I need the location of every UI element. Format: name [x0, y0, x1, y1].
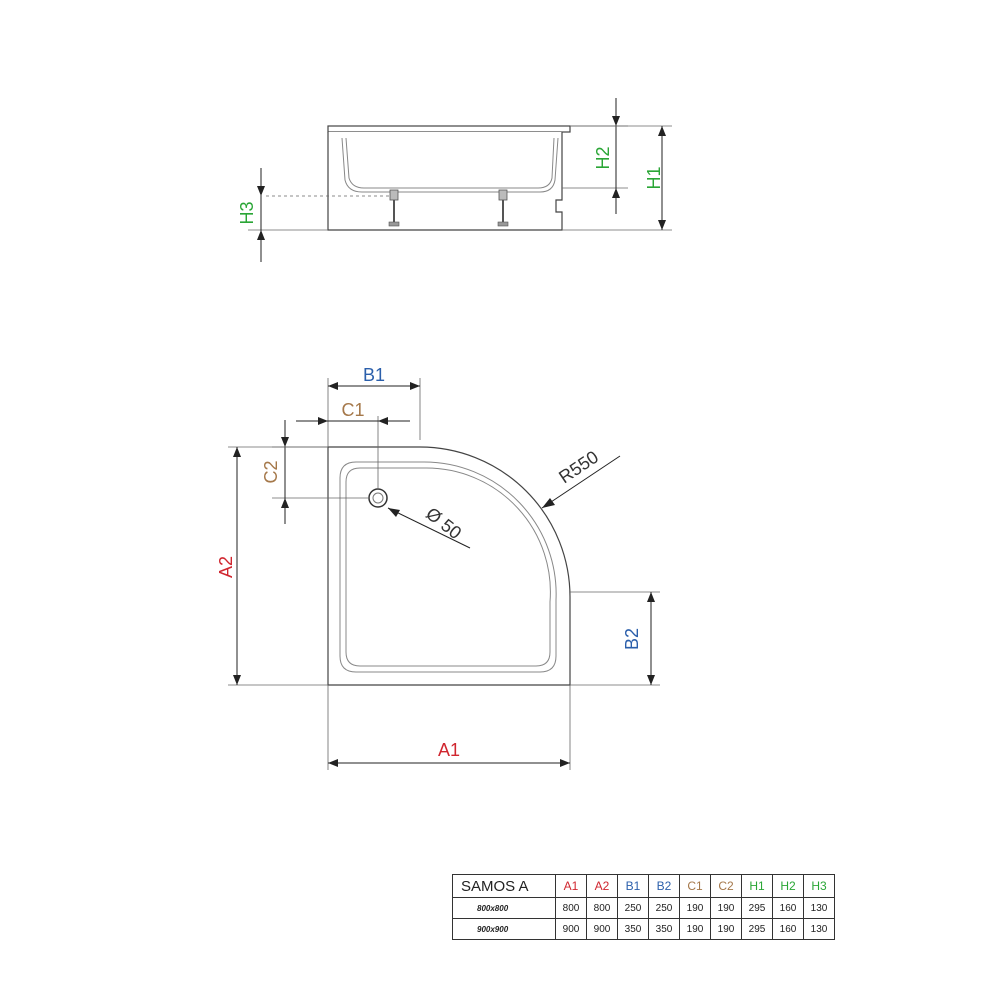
radius-arrow	[542, 498, 555, 508]
cell-a2: 800	[586, 897, 618, 919]
cell-h1: 295	[741, 918, 773, 940]
radius-leader	[541, 455, 621, 509]
basin-outline-top	[339, 461, 557, 673]
c1-arrow-right	[378, 417, 388, 425]
a1-arrow-right	[560, 759, 570, 767]
h3-label: H3	[237, 201, 257, 224]
model-name: SAMOS A	[452, 874, 556, 898]
h2-arrow-top	[612, 116, 620, 126]
row-size: 900x900	[452, 918, 556, 940]
drain-leader	[387, 507, 471, 549]
tray-outline-top	[327, 446, 571, 686]
cell-h1: 295	[741, 897, 773, 919]
tray-rim	[327, 125, 571, 133]
h2-label: H2	[593, 146, 613, 169]
b1-arrow-right	[410, 382, 420, 390]
h3-arrow-bottom	[257, 230, 265, 240]
col-header-b2: B2	[648, 874, 680, 898]
a2-arrow-top	[233, 447, 241, 457]
basin-profile	[341, 137, 559, 193]
cell-b1: 250	[617, 897, 649, 919]
top-view: Ø 50 R550 B1 C1 C2 A2	[216, 365, 660, 770]
table-header-row: SAMOS A A1 A2 B1 B2 C1 C2 H1 H2 H3	[452, 874, 835, 898]
cell-a1: 800	[555, 897, 587, 919]
b1-arrow-left	[328, 382, 338, 390]
h1-arrow-top	[658, 126, 666, 136]
drain-circle	[368, 488, 388, 508]
radius-label: R550	[555, 447, 602, 488]
dimension-table: SAMOS A A1 A2 B1 B2 C1 C2 H1 H2 H3 800x8…	[452, 874, 835, 940]
drain-arrow	[388, 508, 400, 517]
cell-c2: 190	[710, 918, 742, 940]
row-size: 800x800	[452, 897, 556, 919]
table-row: 900x900 900 900 350 350 190 190 295 160 …	[452, 918, 835, 940]
cell-b2: 350	[648, 918, 680, 940]
col-header-a2: A2	[586, 874, 618, 898]
b1-label: B1	[363, 365, 385, 385]
cell-a2: 900	[586, 918, 618, 940]
col-header-h1: H1	[741, 874, 773, 898]
col-header-h3: H3	[803, 874, 835, 898]
b2-label: B2	[622, 628, 642, 650]
col-header-b1: B1	[617, 874, 649, 898]
cell-c2: 190	[710, 897, 742, 919]
cell-b1: 350	[617, 918, 649, 940]
cell-a1: 900	[555, 918, 587, 940]
b2-arrow-bottom	[647, 675, 655, 685]
table-row: 800x800 800 800 250 250 190 190 295 160 …	[452, 897, 835, 919]
side-view: H3 H2 H1	[237, 98, 672, 262]
cell-h2: 160	[772, 897, 804, 919]
tray-body-side	[327, 132, 563, 231]
basin-inner-outline-top	[345, 467, 551, 667]
drain-inner	[372, 492, 384, 504]
b2-arrow-top	[647, 592, 655, 602]
c2-arrow-top	[281, 437, 289, 447]
c1-arrow-left	[318, 417, 328, 425]
h2-arrow-bottom	[612, 188, 620, 198]
a2-label: A2	[216, 556, 236, 578]
h1-arrow-bottom	[658, 220, 666, 230]
leg-left	[388, 189, 400, 227]
c2-arrow-bottom	[281, 498, 289, 508]
h1-label: H1	[644, 166, 664, 189]
basin-inner-profile	[345, 137, 555, 189]
cell-c1: 190	[679, 897, 711, 919]
c1-label: C1	[341, 400, 364, 420]
c2-label: C2	[261, 460, 281, 483]
h3-arrow-top	[257, 186, 265, 196]
a1-arrow-left	[328, 759, 338, 767]
col-header-c2: C2	[710, 874, 742, 898]
leg-right	[497, 189, 509, 227]
col-header-h2: H2	[772, 874, 804, 898]
a1-label: A1	[438, 740, 460, 760]
cell-h3: 130	[803, 897, 835, 919]
cell-h3: 130	[803, 918, 835, 940]
cell-b2: 250	[648, 897, 680, 919]
cell-h2: 160	[772, 918, 804, 940]
cell-c1: 190	[679, 918, 711, 940]
a2-arrow-bottom	[233, 675, 241, 685]
col-header-c1: C1	[679, 874, 711, 898]
col-header-a1: A1	[555, 874, 587, 898]
